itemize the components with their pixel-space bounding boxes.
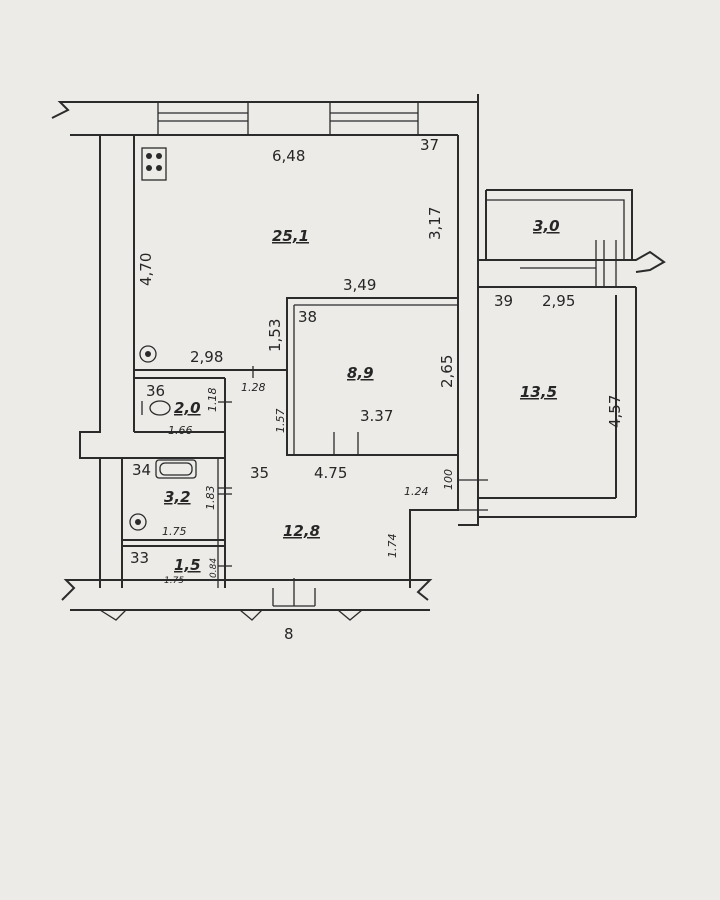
room-38-dim-157: 1.57 xyxy=(274,409,287,434)
top-window-left xyxy=(157,102,249,135)
room-38-area: 8,9 xyxy=(347,364,374,382)
room-33-number: 33 xyxy=(130,549,149,567)
stove-icon xyxy=(141,147,167,181)
room-37-width: 6,48 xyxy=(272,147,305,165)
room-35-number: 35 xyxy=(250,464,269,482)
room-34-number: 34 xyxy=(132,461,151,479)
room-37-height-left: 4,70 xyxy=(137,253,155,286)
room-37-dim-349: 3,49 xyxy=(343,276,376,294)
room-38-number: 38 xyxy=(298,308,317,326)
room-36-width: 1.66 xyxy=(168,424,193,437)
room-39-number: 39 xyxy=(494,292,513,310)
room-34-area: 3,2 xyxy=(164,488,191,506)
room-35-dim-475: 4.75 xyxy=(314,464,347,482)
room-33-height: 0.84 xyxy=(209,558,219,578)
room-37-dim-153: 1,53 xyxy=(266,319,284,352)
room-33-width: 1.75 xyxy=(164,576,184,586)
top-window-right xyxy=(329,102,419,135)
room-35-dim-174: 1.74 xyxy=(386,534,399,559)
room-38-height: 2,65 xyxy=(438,355,456,388)
room-36-dim-128: 1.28 xyxy=(241,381,266,394)
room-37-number: 37 xyxy=(420,136,439,154)
balcony-window xyxy=(478,240,666,287)
toilet-icon xyxy=(141,400,171,416)
room-36-number: 36 xyxy=(146,382,165,400)
room-33-area: 1,5 xyxy=(174,556,201,574)
balcony-area: 3,0 xyxy=(533,217,560,235)
room-37-height-right: 3,17 xyxy=(426,207,444,240)
room-36-area: 2,0 xyxy=(174,399,201,417)
labels: 37 6,48 4,70 3,17 25,1 3,49 2,98 1,53 38… xyxy=(130,136,624,643)
room-37-dim-298: 2,98 xyxy=(190,348,223,366)
sink-icon xyxy=(139,345,157,363)
room-39-height: 4,57 xyxy=(606,395,624,428)
room-35-dim-100: 100 xyxy=(442,469,455,490)
entrance-number: 8 xyxy=(284,625,294,643)
room-39-area: 13,5 xyxy=(520,383,557,401)
room-34-height: 1.83 xyxy=(204,486,217,511)
room-36-height: 1.18 xyxy=(206,388,219,413)
bathtub-icon xyxy=(155,459,197,479)
room-35-dim-124: 1.24 xyxy=(404,485,429,498)
room-39-width: 2,95 xyxy=(542,292,575,310)
washbasin-icon xyxy=(129,513,147,531)
room-35-area: 12,8 xyxy=(283,522,320,540)
room-37-area: 25,1 xyxy=(272,227,309,245)
room-34-width: 1.75 xyxy=(162,525,187,538)
room-38-width: 3.37 xyxy=(360,407,393,425)
walls xyxy=(51,94,666,621)
